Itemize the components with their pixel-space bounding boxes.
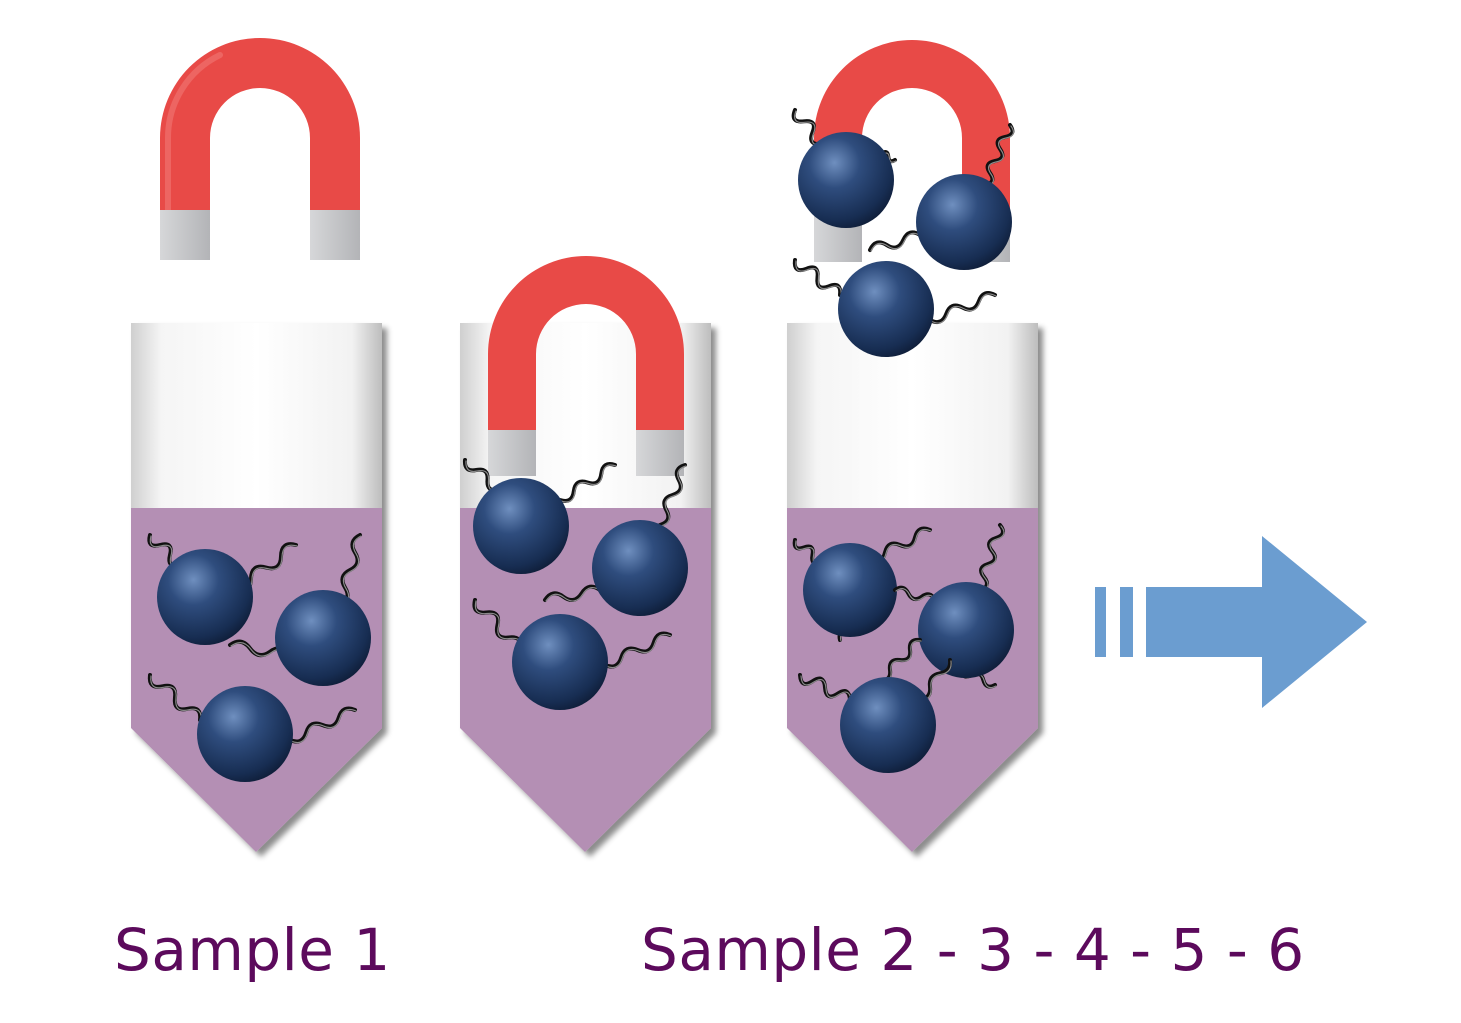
- magnetic-beads: [147, 108, 1015, 782]
- bead-tail: [543, 584, 602, 603]
- bead-tail: [147, 673, 203, 722]
- magnetic-bead-icon: [918, 582, 1014, 678]
- horseshoe-magnet-icon: [488, 256, 684, 476]
- magnetic-bead-icon: [803, 543, 897, 637]
- magnetic-bead-icon: [473, 478, 569, 574]
- magnetic-bead-icon: [157, 549, 253, 645]
- horseshoe-magnet-icon: [160, 38, 360, 260]
- magnetic-bead-icon: [840, 677, 936, 773]
- tube-1-glass: [131, 323, 382, 508]
- bead-tail: [918, 658, 953, 702]
- magnetic-bead-icon: [916, 174, 1012, 270]
- magnetic-bead-icon: [275, 590, 371, 686]
- bead-tail: [658, 463, 687, 527]
- magnetic-bead-icon: [592, 520, 688, 616]
- bead-tail: [338, 533, 362, 607]
- sample-1-label: Sample 1: [114, 916, 391, 984]
- bead-tail: [868, 230, 922, 252]
- magnetic-bead-icon: [838, 261, 934, 357]
- right-arrow-icon: [1095, 536, 1367, 708]
- magnetic-bead-icon: [512, 614, 608, 710]
- bead-tail: [792, 258, 843, 297]
- bead-tail: [798, 673, 852, 702]
- bead-tail: [472, 598, 523, 652]
- samples-2-6-label: Sample 2 - 3 - 4 - 5 - 6: [641, 916, 1305, 984]
- magnetic-bead-icon: [197, 686, 293, 782]
- bead-tail: [558, 462, 617, 503]
- tube-3-glass: [787, 323, 1038, 508]
- magnetic-bead-icon: [798, 132, 894, 228]
- bead-tail: [878, 637, 922, 683]
